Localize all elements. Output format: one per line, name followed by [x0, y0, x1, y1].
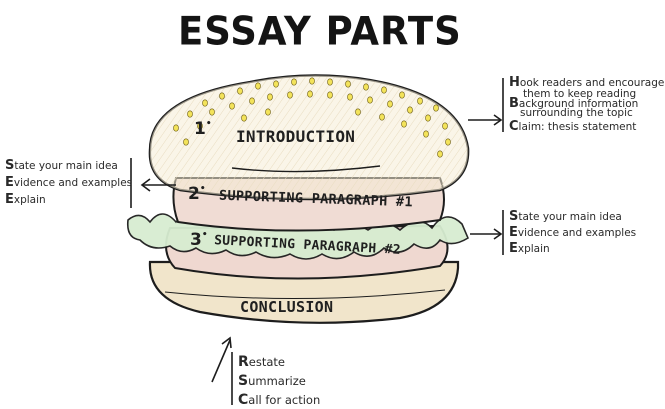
- note-line: Claim: thesis statement: [509, 119, 637, 134]
- note-line: Evidence and examples: [5, 175, 133, 190]
- layer-label-conclusion: CONCLUSION: [240, 298, 334, 316]
- diagram-title: ESSAY PARTS: [178, 8, 462, 55]
- note-line: State your main idea: [509, 209, 622, 224]
- layer-number-1: 1•: [194, 119, 212, 139]
- annotation-connectors: [130, 78, 504, 405]
- note-line: Background information: [509, 96, 639, 111]
- note-line: Summarize: [238, 373, 306, 389]
- note-line: them to keep reading: [523, 88, 637, 100]
- layer-number-2: 2•: [188, 184, 206, 204]
- note-line: State your main idea: [5, 158, 118, 173]
- layer-number-3: 3•: [190, 230, 208, 250]
- note-line: Restate: [238, 354, 285, 370]
- note-line: Explain: [5, 192, 46, 207]
- layer-label-introduction: INTRODUCTION: [236, 127, 356, 146]
- note-line: Explain: [509, 241, 550, 256]
- note-line: Call for action: [238, 392, 321, 408]
- note-line: surrounding the topic: [520, 107, 633, 119]
- bottom-bun: [148, 260, 460, 324]
- note-line: Hook readers and encourage: [509, 75, 665, 90]
- sesame-seeds: [173, 77, 451, 158]
- note-line: Evidence and examples: [509, 225, 637, 240]
